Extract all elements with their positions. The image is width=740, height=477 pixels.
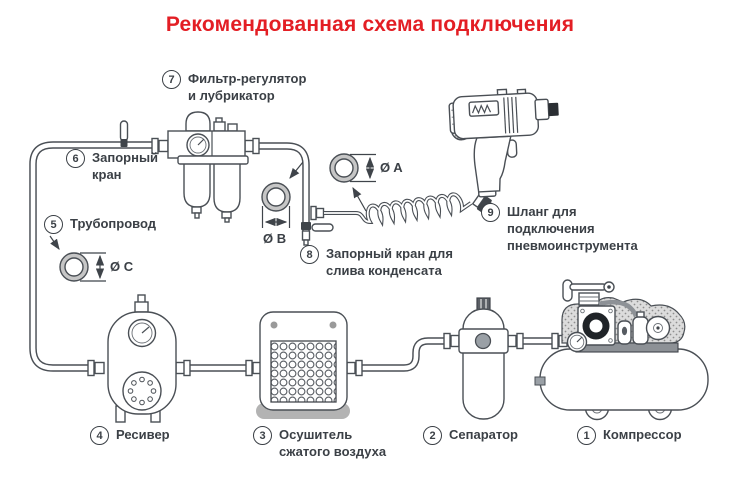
callout-text: Ресивер — [116, 427, 170, 442]
callout-text: Запорный кран для слива конденсата — [326, 246, 453, 278]
callout-drain-valve: 8 Запорный кран для слива конденсата — [300, 245, 453, 280]
filter-regulator-drawing — [167, 111, 249, 223]
callout-number: 9 — [481, 203, 500, 222]
dryer-drawing — [256, 311, 350, 419]
callout-text: Осушитель сжатого воздуха — [279, 427, 387, 459]
callout-hose: 9 Шланг для подключения пневмоинструмент… — [481, 203, 638, 255]
air-tool-drawing — [448, 88, 559, 216]
receiver-drawing — [107, 294, 177, 423]
callout-pipeline: 5 Трубопровод — [44, 215, 156, 234]
callout-dryer: 3 Осушитель сжатого воздуха — [253, 426, 387, 461]
callout-number: 2 — [423, 426, 442, 445]
compressor-drawing — [534, 279, 709, 421]
callout-number: 6 — [66, 149, 85, 168]
shutoff-valve-drawing — [119, 120, 129, 147]
callout-text: Шланг для подключения пневмоинструмента — [507, 204, 638, 253]
ring-c — [49, 235, 106, 282]
callout-separator: 2 Сепаратор — [423, 426, 518, 445]
pipe-main-loop — [29, 141, 560, 372]
callout-number: 7 — [162, 70, 181, 89]
separator-drawing — [458, 297, 509, 420]
callout-number: 4 — [90, 426, 109, 445]
callout-number: 1 — [577, 426, 596, 445]
callout-number: 3 — [253, 426, 272, 445]
ring-b — [261, 161, 304, 228]
drain-valve-drawing — [301, 205, 334, 246]
callout-receiver: 4 Ресивер — [90, 426, 170, 445]
callout-number: 8 — [300, 245, 319, 264]
dim-label-c: Ø C — [110, 259, 134, 274]
page-title: Рекомендованная схема подключения — [165, 13, 575, 36]
callout-text: Фильтр-регулятор и лубрикатор — [188, 71, 307, 103]
callout-compressor: 1 Компрессор — [577, 426, 682, 445]
dim-label-a: Ø A — [380, 160, 403, 175]
coiled-hose-drawing — [324, 192, 473, 228]
callout-text: Трубопровод — [70, 216, 156, 231]
ring-a — [329, 153, 376, 212]
callout-text: Запорный кран — [92, 150, 159, 182]
callout-number: 5 — [44, 215, 63, 234]
callout-shutoff-valve: 6 Запорный кран — [66, 149, 159, 184]
callout-filter-regulator: 7 Фильтр-регулятор и лубрикатор — [162, 70, 307, 105]
callout-text: Компрессор — [603, 427, 682, 442]
callout-text: Сепаратор — [449, 427, 518, 442]
dim-label-b: Ø B — [263, 231, 287, 246]
